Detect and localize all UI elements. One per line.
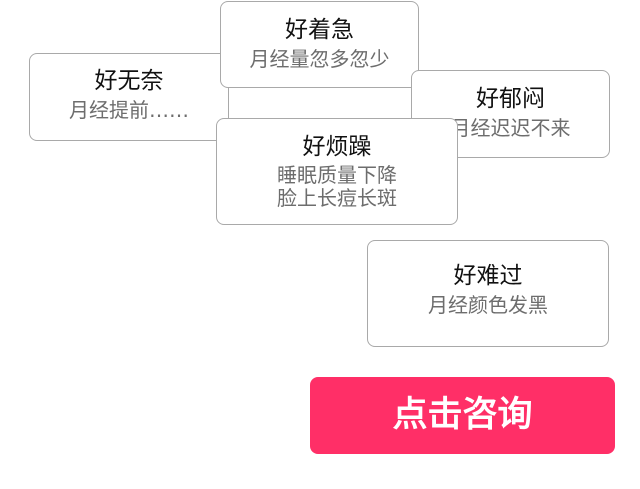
consult-button[interactable]: 点击咨询 (310, 377, 615, 454)
card-description: 月经颜色发黑 (428, 293, 548, 317)
symptom-card-nanguo: 好难过 月经颜色发黑 (367, 240, 609, 347)
card-description: 脸上长痘长斑 (277, 186, 397, 210)
card-description: 月经量忽多忽少 (249, 47, 390, 71)
card-title: 好烦躁 (302, 134, 372, 160)
card-title: 好难过 (453, 263, 523, 289)
symptom-card-fanzao: 好烦躁 睡眠质量下降 脸上长痘长斑 (216, 118, 458, 225)
symptom-card-zhaoji: 好着急 月经量忽多忽少 (220, 1, 419, 88)
card-description: 月经迟迟不来 (450, 116, 571, 140)
card-description: 睡眠质量下降 (277, 163, 397, 187)
symptom-card-wunai: 好无奈 月经提前…… (29, 53, 229, 141)
card-title: 好郁闷 (476, 86, 545, 112)
card-description: 月经提前…… (69, 98, 189, 122)
card-title: 好无奈 (94, 68, 164, 94)
card-title: 好着急 (285, 17, 354, 43)
